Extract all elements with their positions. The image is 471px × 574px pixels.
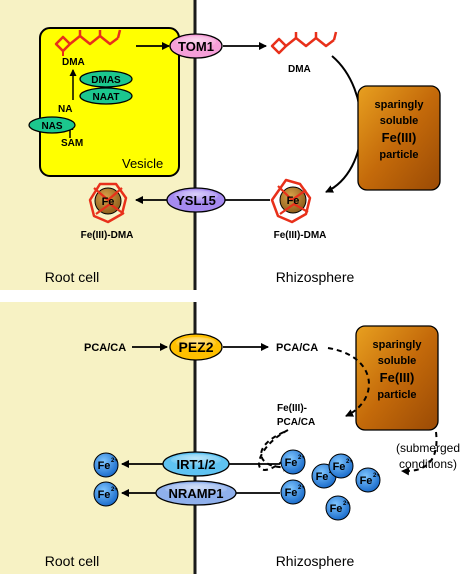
root-cell-label-a: Root cell: [45, 269, 99, 285]
particle-a-line4: particle: [379, 149, 418, 161]
dma-rhizosphere-label: DMA: [288, 64, 311, 75]
fe-iii-particle-a: [357, 85, 441, 191]
pca-ca-cell-label: PCA/CA: [84, 342, 126, 354]
fe-right-label: Fe: [287, 195, 300, 207]
fe2-ion-charge: 2+: [298, 455, 305, 461]
particle-b-line1: sparingly: [373, 339, 423, 351]
particle-b-line2: soluble: [378, 355, 417, 367]
particle-a-line2: soluble: [380, 115, 419, 127]
submerged-line2: conditions): [399, 457, 457, 471]
vesicle-label: Vesicle: [122, 156, 163, 171]
sam-label: SAM: [61, 138, 83, 149]
pca-ca-rhizosphere-label: PCA/CA: [276, 342, 318, 354]
fe2-ion-charge: 2+: [346, 459, 353, 465]
ysl15-label: YSL15: [176, 193, 216, 208]
nramp-label: NRAMP1: [169, 486, 224, 501]
fe2-ion-charge: 2+: [111, 458, 118, 464]
particle-b-line3: Fe(III): [380, 370, 415, 385]
panel-a: A Vesicle DMA DMAS NAAT NA NAS SAM TOM1: [0, 0, 441, 290]
panel-b: B PCA/CA PEZ2 PCA/CA sparingly soluble F…: [0, 300, 471, 574]
dma-vesicle-label: DMA: [62, 57, 85, 68]
fe2-ion-charge: 2+: [373, 473, 380, 479]
fe-dma-right-label: Fe(III)-DMA: [274, 230, 327, 241]
irt-label: IRT1/2: [176, 457, 215, 472]
particle-a-line3: Fe(III): [382, 130, 417, 145]
arrow-particle-to-fe2: [401, 431, 438, 476]
fe-dma-complex-left-icon: [88, 182, 128, 224]
fe-pca-line1: Fe(III)-: [277, 403, 307, 414]
arrow-dma-to-complex: [325, 55, 363, 193]
fe2-ion-symbol: Fe: [330, 503, 343, 515]
fe2-ions-group: Fe2+Fe2+Fe2+Fe2+Fe2+Fe2+Fe2+Fe2+: [93, 449, 381, 521]
fe-dma-left-label: Fe(III)-DMA: [81, 230, 134, 241]
fe2-ion-symbol: Fe: [98, 489, 111, 501]
fe-left-label: Fe: [102, 196, 115, 208]
particle-b-line4: particle: [377, 389, 416, 401]
nas-enzyme: [28, 116, 76, 134]
fe2-ion-symbol: Fe: [316, 471, 329, 483]
dmas-enzyme: [79, 70, 133, 88]
naat-enzyme: [79, 87, 133, 105]
na-label: NA: [58, 104, 72, 115]
fe2-ion-charge: 2+: [343, 501, 350, 507]
fe-dma-complex-right-icon: [270, 178, 312, 224]
fe2-ion-charge: 2+: [298, 485, 305, 491]
dma-molecule-icon: [54, 29, 122, 53]
dma-released-icon: [270, 31, 338, 55]
fe2-ion-symbol: Fe: [98, 460, 111, 472]
rhizosphere-label-a: Rhizosphere: [276, 269, 355, 285]
fe-pca-line2: PCA/CA: [277, 417, 315, 428]
root-cell-label-b: Root cell: [45, 553, 99, 569]
fe-iii-particle-b: [355, 325, 439, 431]
pez2-label: PEZ2: [178, 339, 213, 355]
fe2-ion-symbol: Fe: [333, 461, 346, 473]
submerged-line1: (submerged: [396, 441, 460, 455]
dmas-label: DMAS: [91, 75, 121, 86]
arrow-pca-to-complex: [327, 347, 370, 417]
nas-label: NAS: [41, 121, 62, 132]
naat-label: NAAT: [92, 92, 119, 103]
fe2-ion-charge: 2+: [111, 487, 118, 493]
fe2-ion-symbol: Fe: [285, 457, 298, 469]
rhizosphere-label-b: Rhizosphere: [276, 553, 355, 569]
arrow-complex-to-fe2: [260, 431, 291, 472]
particle-a-line1: sparingly: [375, 99, 425, 111]
fe2-ion-symbol: Fe: [285, 487, 298, 499]
fe2-ion-symbol: Fe: [360, 475, 373, 487]
tom1-label: TOM1: [178, 39, 214, 54]
